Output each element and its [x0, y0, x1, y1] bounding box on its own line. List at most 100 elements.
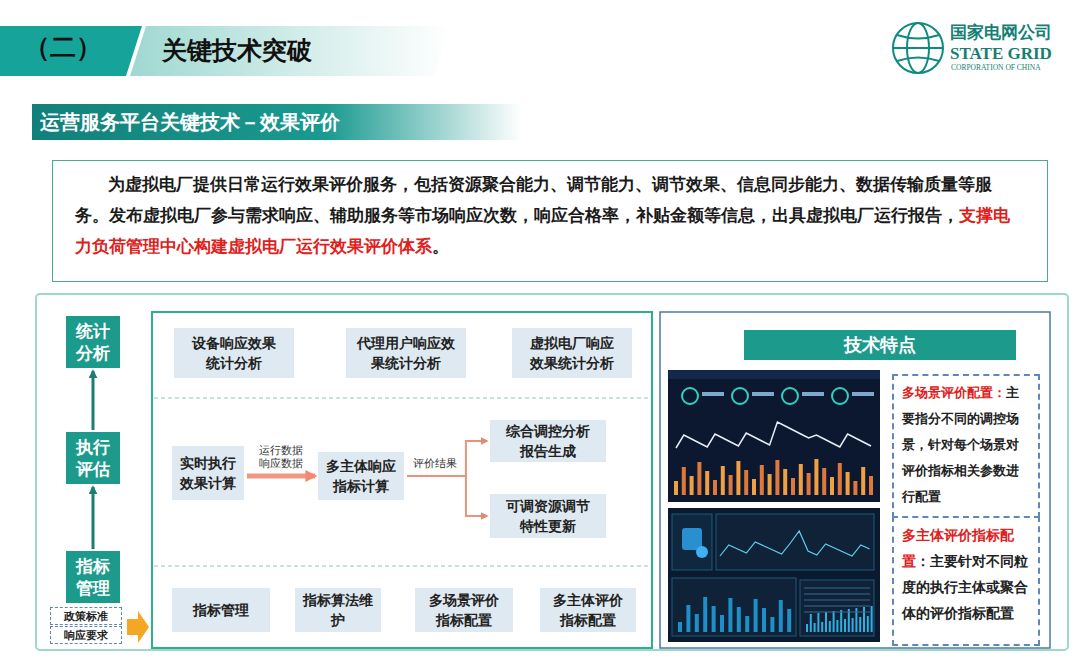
description-box: 为虚拟电厂提供日常运行效果评价服务，包括资源聚合能力、调节能力、调节效果、信息同…: [52, 160, 1048, 282]
chart-bar: [720, 615, 724, 632]
feature-header: 技术特点: [744, 330, 1016, 360]
input-arrow: [127, 611, 149, 643]
feature-note: 多主体评价指标配置：主要针对不同粒度的执行主体或聚合体的评价指标配置: [892, 516, 1040, 646]
decoration: [668, 508, 880, 642]
decoration: [672, 578, 796, 636]
text-holder: 多场景评价指标配置: [427, 590, 501, 630]
chart-bar: [768, 474, 772, 495]
logo-text: CORPORATION OF CHINA: [951, 64, 1041, 73]
decoration: [668, 370, 880, 502]
chart-bar: [752, 479, 756, 495]
chart-bar: [821, 622, 823, 632]
decoration: [893, 47, 943, 49]
chart-bar: [814, 623, 816, 632]
chart-bar: [822, 468, 826, 495]
chart-bar: [729, 475, 733, 495]
text-holder: 统计分析: [69, 320, 117, 364]
dashboard-screenshot: [668, 508, 880, 642]
logo-text: STATE GRID: [950, 44, 1052, 64]
chart-bar: [814, 459, 818, 495]
text-holder: 多场景评价配置：主要指分不同的调控场景，针对每个场景对评价指标相关参数进行配置: [902, 380, 1030, 510]
chart-bar: [737, 607, 741, 632]
chart-bar: [836, 620, 838, 632]
node-text: 技术特点: [744, 333, 1016, 357]
kpi-ring: [682, 388, 698, 404]
chart-bar: [838, 463, 842, 495]
text-holder: 实时执行效果计算: [178, 453, 238, 493]
stage-box: 统计分析: [66, 316, 120, 368]
decoration: [682, 528, 702, 550]
decoration: [716, 514, 874, 570]
chart-bar: [678, 622, 682, 632]
chart-bar: [806, 624, 808, 632]
text-holder: 政策标准: [51, 610, 121, 623]
node-text: 为虚拟电厂提供日常运行效果评价服务，包括资源聚合能力、调节能力、调节效果、信息同…: [75, 175, 992, 225]
chart-bar: [697, 462, 701, 495]
table-row: [804, 588, 870, 589]
decoration: [668, 370, 880, 379]
text-holder: 指标管理: [69, 555, 117, 599]
stage-box: 指标管理: [66, 551, 120, 603]
connector: [92, 487, 95, 549]
process-box: 综合调控分析报告生成: [490, 420, 606, 462]
chart-bar: [703, 597, 707, 632]
node-text: 响应要求: [51, 629, 121, 642]
node-text: 综合调控分析报告生成: [504, 421, 592, 461]
text-holder: 多主体评价指标配置: [551, 590, 625, 630]
logo-globe: [893, 23, 943, 73]
chart-bar: [844, 619, 846, 632]
text-holder: 综合调控分析报告生成: [504, 421, 592, 461]
chart-bar: [682, 467, 686, 495]
kpi-ring: [782, 388, 798, 404]
logo-text: 国家电网公司: [950, 23, 1052, 43]
kpi-ring: [732, 388, 748, 404]
chart-line: [720, 531, 870, 556]
table-row: [804, 594, 870, 595]
node-text: 可调资源调节特性更新: [504, 496, 592, 536]
node-text: 多主体评价指标配置: [551, 590, 625, 630]
process-box: 可调资源调节特性更新: [490, 494, 606, 538]
chart-bar: [840, 610, 842, 632]
stage-box: 执行评估: [66, 432, 120, 484]
chart-bar: [829, 621, 831, 632]
chart-bar: [833, 611, 835, 632]
node-text: 执行评估: [69, 436, 117, 480]
row-divider: [154, 397, 650, 398]
header-tab: [0, 26, 142, 76]
node-text: ：主要针对不同粒度的执行主体或聚合体的评价指标配置: [902, 553, 1028, 621]
connector: [407, 476, 487, 516]
chart-bar: [760, 465, 764, 495]
table-row: [804, 600, 870, 601]
section-band: 运营服务平台关键技术－效果评价: [32, 104, 522, 140]
kpi-bar: [802, 392, 824, 396]
chart-line: [676, 422, 871, 448]
node-text: 虚拟电厂响应效果统计分析: [527, 333, 617, 373]
chart-bar: [807, 473, 811, 495]
chart-bar: [712, 606, 716, 632]
process-box: 指标管理: [172, 588, 270, 632]
chart-bar: [736, 461, 740, 495]
node-text: 指标管理: [178, 600, 264, 620]
process-box: 实时执行效果计算: [172, 446, 244, 500]
chart-bar: [721, 466, 725, 495]
node-text: 实时执行效果计算: [178, 453, 238, 493]
chart-bar: [695, 614, 699, 632]
chart-bar: [686, 605, 690, 632]
chart-bar: [863, 607, 865, 632]
chart-bar: [770, 617, 774, 632]
text-holder: 代理用户响应效果统计分析: [354, 333, 458, 373]
process-box: 指标算法维护: [295, 588, 381, 632]
chart-bar: [754, 599, 758, 632]
slide-title: 关键技术突破: [162, 34, 312, 67]
header-band: [130, 26, 450, 76]
chart-bar: [799, 464, 803, 495]
node-text: 多主体响应指标计算: [324, 456, 398, 496]
decoration: [672, 514, 712, 570]
process-box: 多场景评价指标配置: [415, 588, 513, 632]
decoration: [897, 58, 939, 62]
chart-bar: [817, 613, 819, 632]
chart-bar: [762, 608, 766, 632]
edge-label: 运行数据 响应数据: [256, 444, 306, 470]
text-holder: 响应要求: [51, 629, 121, 642]
edge-label: 评价结果: [412, 457, 458, 470]
